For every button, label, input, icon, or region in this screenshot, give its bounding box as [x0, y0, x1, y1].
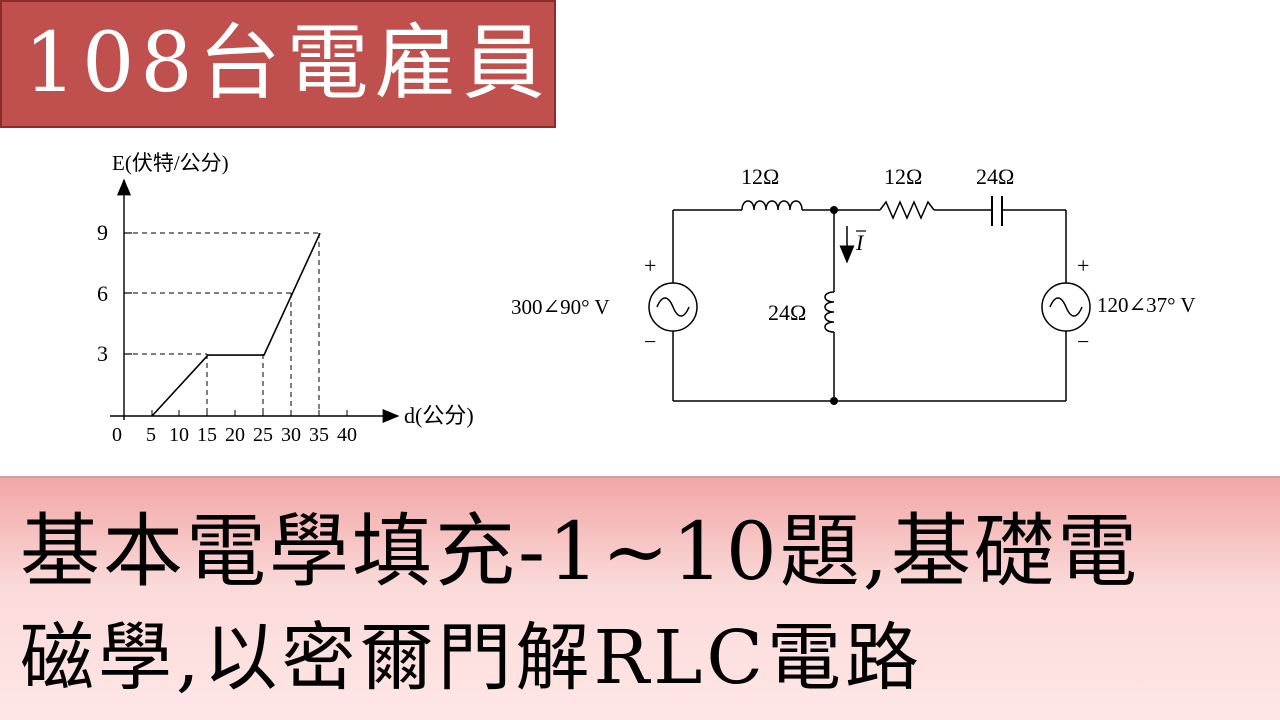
inductor1-label: 12Ω [741, 164, 779, 189]
resistor-label: 12Ω [884, 164, 922, 189]
figure-area: E(伏特/公分) d(公分) 9 6 3 0 5 10 15 20 25 30 … [97, 151, 1196, 446]
field-graph: E(伏特/公分) d(公分) 9 6 3 0 5 10 15 20 25 30 … [97, 151, 474, 446]
inductor-shunt [824, 291, 835, 333]
node-top [830, 206, 838, 214]
plus-sign-left: + [644, 253, 656, 278]
subtitle-line-1: 基本電學填充-1~10題,基礎電 [20, 505, 1141, 598]
resistor [879, 200, 935, 220]
x-tick-label: 25 [253, 424, 273, 446]
x-tick-label: 5 [146, 424, 156, 446]
ac-symbol [656, 297, 690, 317]
y-tick-label: 9 [97, 220, 108, 245]
x-tick-label: 30 [281, 424, 301, 446]
circuit-diagram [648, 196, 1091, 402]
graph-x-axis-label: d(公分) [404, 403, 474, 428]
subtitle-banner: 基本電學填充-1~10題,基礎電 磁學,以密爾門解RLC電路 [0, 476, 1280, 720]
subtitle-line-2: 磁學,以密爾門解RLC電路 [20, 615, 923, 701]
graph-guides [124, 232, 320, 416]
field-curve [151, 232, 321, 417]
minus-sign-right: − [1077, 329, 1089, 354]
source-right-label: 120∠37° V [1097, 293, 1196, 317]
x-tick-label: 0 [112, 424, 122, 446]
capacitor-label: 24Ω [976, 164, 1014, 189]
current-label: I [855, 230, 865, 255]
circuit-labels: 12Ω 12Ω 24Ω 24Ω I 300∠90° V 120∠37° V + … [511, 164, 1196, 354]
inductor2-label: 24Ω [768, 300, 806, 325]
x-tick-label: 35 [309, 424, 329, 446]
y-tick-label: 6 [97, 281, 108, 306]
y-tick-label: 3 [97, 341, 108, 366]
x-tick-label: 40 [337, 424, 357, 446]
plus-sign-right: + [1077, 253, 1089, 278]
ac-symbol [1049, 297, 1083, 317]
title-box: 108台電雇員 [0, 0, 556, 128]
x-tick-label: 20 [225, 424, 245, 446]
x-tick-label: 10 [169, 424, 189, 446]
inductor-series [741, 200, 803, 211]
page-title: 108台電雇員 [24, 16, 551, 111]
node-bottom [830, 397, 838, 405]
graph-y-axis-label: E(伏特/公分) [112, 151, 229, 175]
x-tick-label: 15 [197, 424, 217, 446]
source-left-label: 300∠90° V [511, 295, 610, 319]
minus-sign-left: − [644, 329, 656, 354]
